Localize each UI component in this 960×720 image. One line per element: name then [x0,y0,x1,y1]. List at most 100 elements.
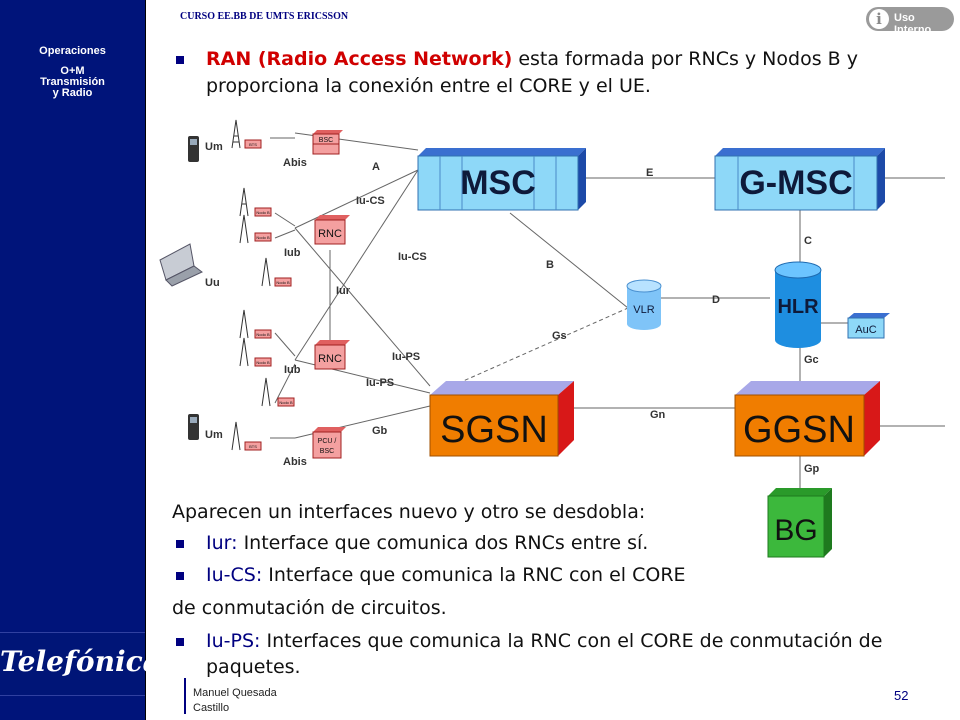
iucs-term: Iu-CS: [206,564,263,586]
auc-node: AuC [847,313,890,339]
link-b [509,212,629,309]
bullet-iucs-continuation: de conmutación de circuitos. [172,597,447,619]
bullet-iups-continuation: paquetes. [206,656,301,678]
link-rnc1-sgsn [294,227,431,387]
label-gn: Gn [650,409,666,421]
nodeb-label: Nodo B [256,332,270,337]
pcu-bsc-node: PCU / BSC [312,427,346,459]
label-b: B [546,259,554,271]
classification-badge: i Uso Interno [866,7,954,36]
iups-desc: Interfaces que comunica la RNC con el CO… [260,630,883,652]
antenna-icon [239,214,249,244]
author-line-1: Manuel Quesada [193,687,277,699]
nodeb-label: Nodo B [256,360,270,365]
label-gb: Gb [372,425,388,437]
bullet-iucs: Iu-CS: Interface que comunica la RNC con… [206,563,686,587]
info-icon: i [869,9,889,29]
bsc-label: BSC [319,137,333,144]
label-gc: Gc [804,354,819,366]
link-nodeb-rnc1b [274,229,296,239]
iucs-desc: Interface que comunica la RNC con el COR… [262,564,686,586]
brand-name: Telefónica [0,645,161,678]
nodeb-box [277,397,295,407]
ran-term: RAN (Radio Access Network) [206,48,513,70]
mobile-phone-icon [188,136,199,162]
nodeb-box [254,329,272,339]
rnc-node-2: RNC [314,340,350,370]
nodeb-label: Nodo B [256,210,270,215]
iur-term: Iur: [206,532,238,554]
antenna-icon [261,377,271,407]
iups-term: Iu-PS: [206,630,261,652]
label-gp: Gp [804,463,820,475]
label-e: E [646,167,653,179]
bts-box [244,441,262,451]
author-line-2: Castillo [193,702,230,714]
msc-label: MSC [460,164,536,202]
base-stations [244,139,295,451]
bullet-icon [176,540,184,548]
label-iub-2: Iub [284,364,301,376]
bullet-icon [176,572,184,580]
pcu-bsc-label: BSC [320,448,334,455]
link-rnc1-msc [294,169,419,229]
label-a: A [372,161,380,173]
bsc-node: BSC [312,130,343,155]
msc-node: MSC [417,148,586,211]
link-nodeb-rnc1a [274,212,296,227]
vlr-label: VLR [633,304,654,316]
antenna-icons [231,119,271,451]
bullet-iups: Iu-PS: Interfaces que comunica la RNC co… [206,629,882,653]
link-nodeb-rnc2a [274,332,296,357]
label-abis-1: Abis [283,157,307,169]
nodeb-label: Nodo B [256,235,270,240]
sidebar-title-radio: y Radio [52,87,93,99]
intro-line-2: proporciona la conexión entre el CORE y … [206,75,651,97]
ggsn-label: GGSN [743,409,855,451]
pcu-label: PCU / [318,438,337,445]
bg-node: BG [767,488,832,558]
link-gs [451,307,629,387]
bullet-iur: Iur: Interface que comunica dos RNCs ent… [206,531,648,555]
iur-desc: Interface que comunica dos RNCs entre sí… [237,532,649,554]
antenna-icon [239,309,249,339]
bg-label: BG [774,514,817,547]
sidebar-title-om: O+M [60,65,85,77]
label-gs: Gs [552,330,567,342]
bts-box [244,139,262,149]
bts-label: BTS [249,444,257,449]
label-iucs-2: Iu-CS [398,251,427,263]
sgsn-node: SGSN [429,381,574,457]
course-title: CURSO EE.BB DE UMTS ERICSSON [180,11,349,22]
antenna-icon [231,119,241,149]
label-iups-2: Iu-PS [366,377,394,389]
label-abis-2: Abis [283,456,307,468]
badge-label: Uso Interno [894,12,932,36]
laptop-icon [159,243,203,287]
label-c: C [804,235,812,247]
ggsn-node: GGSN [734,381,880,457]
gmsc-label: G-MSC [739,164,852,202]
label-iups-1: Iu-PS [392,351,420,363]
link-rnc2-msc [294,169,419,361]
antenna-icon [231,421,241,451]
sidebar-title-operaciones: Operaciones [39,45,106,57]
connection-lines [270,132,945,490]
link-labels: A Iu-CS Iu-CS E C B D Gs Iur Iu-PS Iu-PS… [205,141,820,475]
antenna-icon [261,257,271,287]
nodeb-label: Nodo B [276,280,290,285]
sidebar: Operaciones O+M Transmisión y Radio Tele… [0,0,161,720]
antenna-icon [239,337,249,367]
bts-label: BTS [249,142,257,147]
nodeb-box [274,277,292,287]
telefonica-logo: Telefónica [0,632,161,696]
auc-label: AuC [855,324,876,336]
label-iucs-1: Iu-CS [356,195,385,207]
rnc-node-1: RNC [314,215,350,245]
sidebar-title-transmision: Transmisión [40,76,105,88]
label-iub-1: Iub [284,247,301,259]
mobile-phone-icon [188,414,199,440]
intro-line-1: RAN (Radio Access Network) esta formada … [206,47,858,71]
hlr-label: HLR [777,296,819,318]
umts-architecture-diagram: MSC G-MSC HLR VLR AuC SGSN GGSN [159,119,945,558]
